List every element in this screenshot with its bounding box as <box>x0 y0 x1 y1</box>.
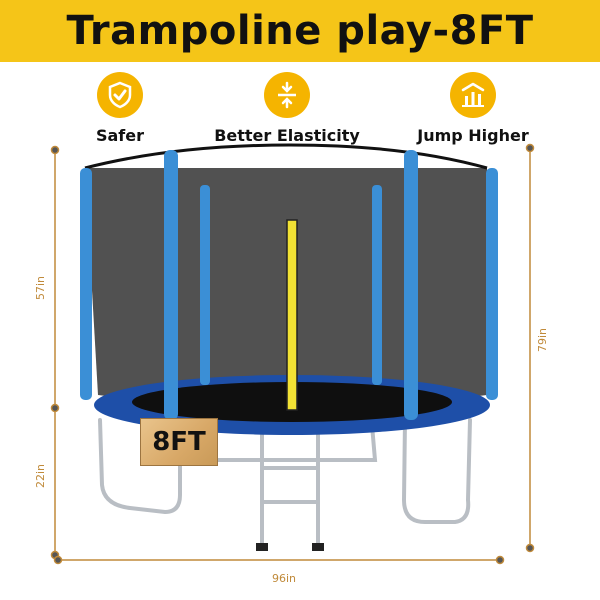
net-top-ring <box>84 143 488 170</box>
dimension-lines <box>50 143 535 565</box>
rising-bars-icon <box>450 72 496 118</box>
feature-better-elasticity: Better Elasticity <box>212 72 362 145</box>
diameter-label: 96in <box>272 572 296 585</box>
page-title: Trampoline play-8FT <box>66 8 534 54</box>
leg-height-label: 22in <box>34 464 47 488</box>
safety-net <box>85 168 487 408</box>
net-height-label: 57in <box>34 276 47 300</box>
checkmark-shield-icon <box>97 72 143 118</box>
total-height-label: 79in <box>536 328 549 352</box>
feature-jump-higher: Jump Higher <box>398 72 548 145</box>
net-zipper <box>286 219 298 411</box>
compress-arrows-icon <box>264 72 310 118</box>
size-sign-text: 8FT <box>152 427 206 457</box>
feature-safer: Safer <box>45 72 195 145</box>
feature-label: Jump Higher <box>417 126 529 145</box>
title-banner <box>0 0 600 62</box>
size-sign: 8FT <box>140 418 218 466</box>
ladder <box>256 430 324 551</box>
feature-label: Safer <box>95 126 145 145</box>
feature-label: Better Elasticity <box>214 126 360 145</box>
net-poles <box>80 150 498 420</box>
